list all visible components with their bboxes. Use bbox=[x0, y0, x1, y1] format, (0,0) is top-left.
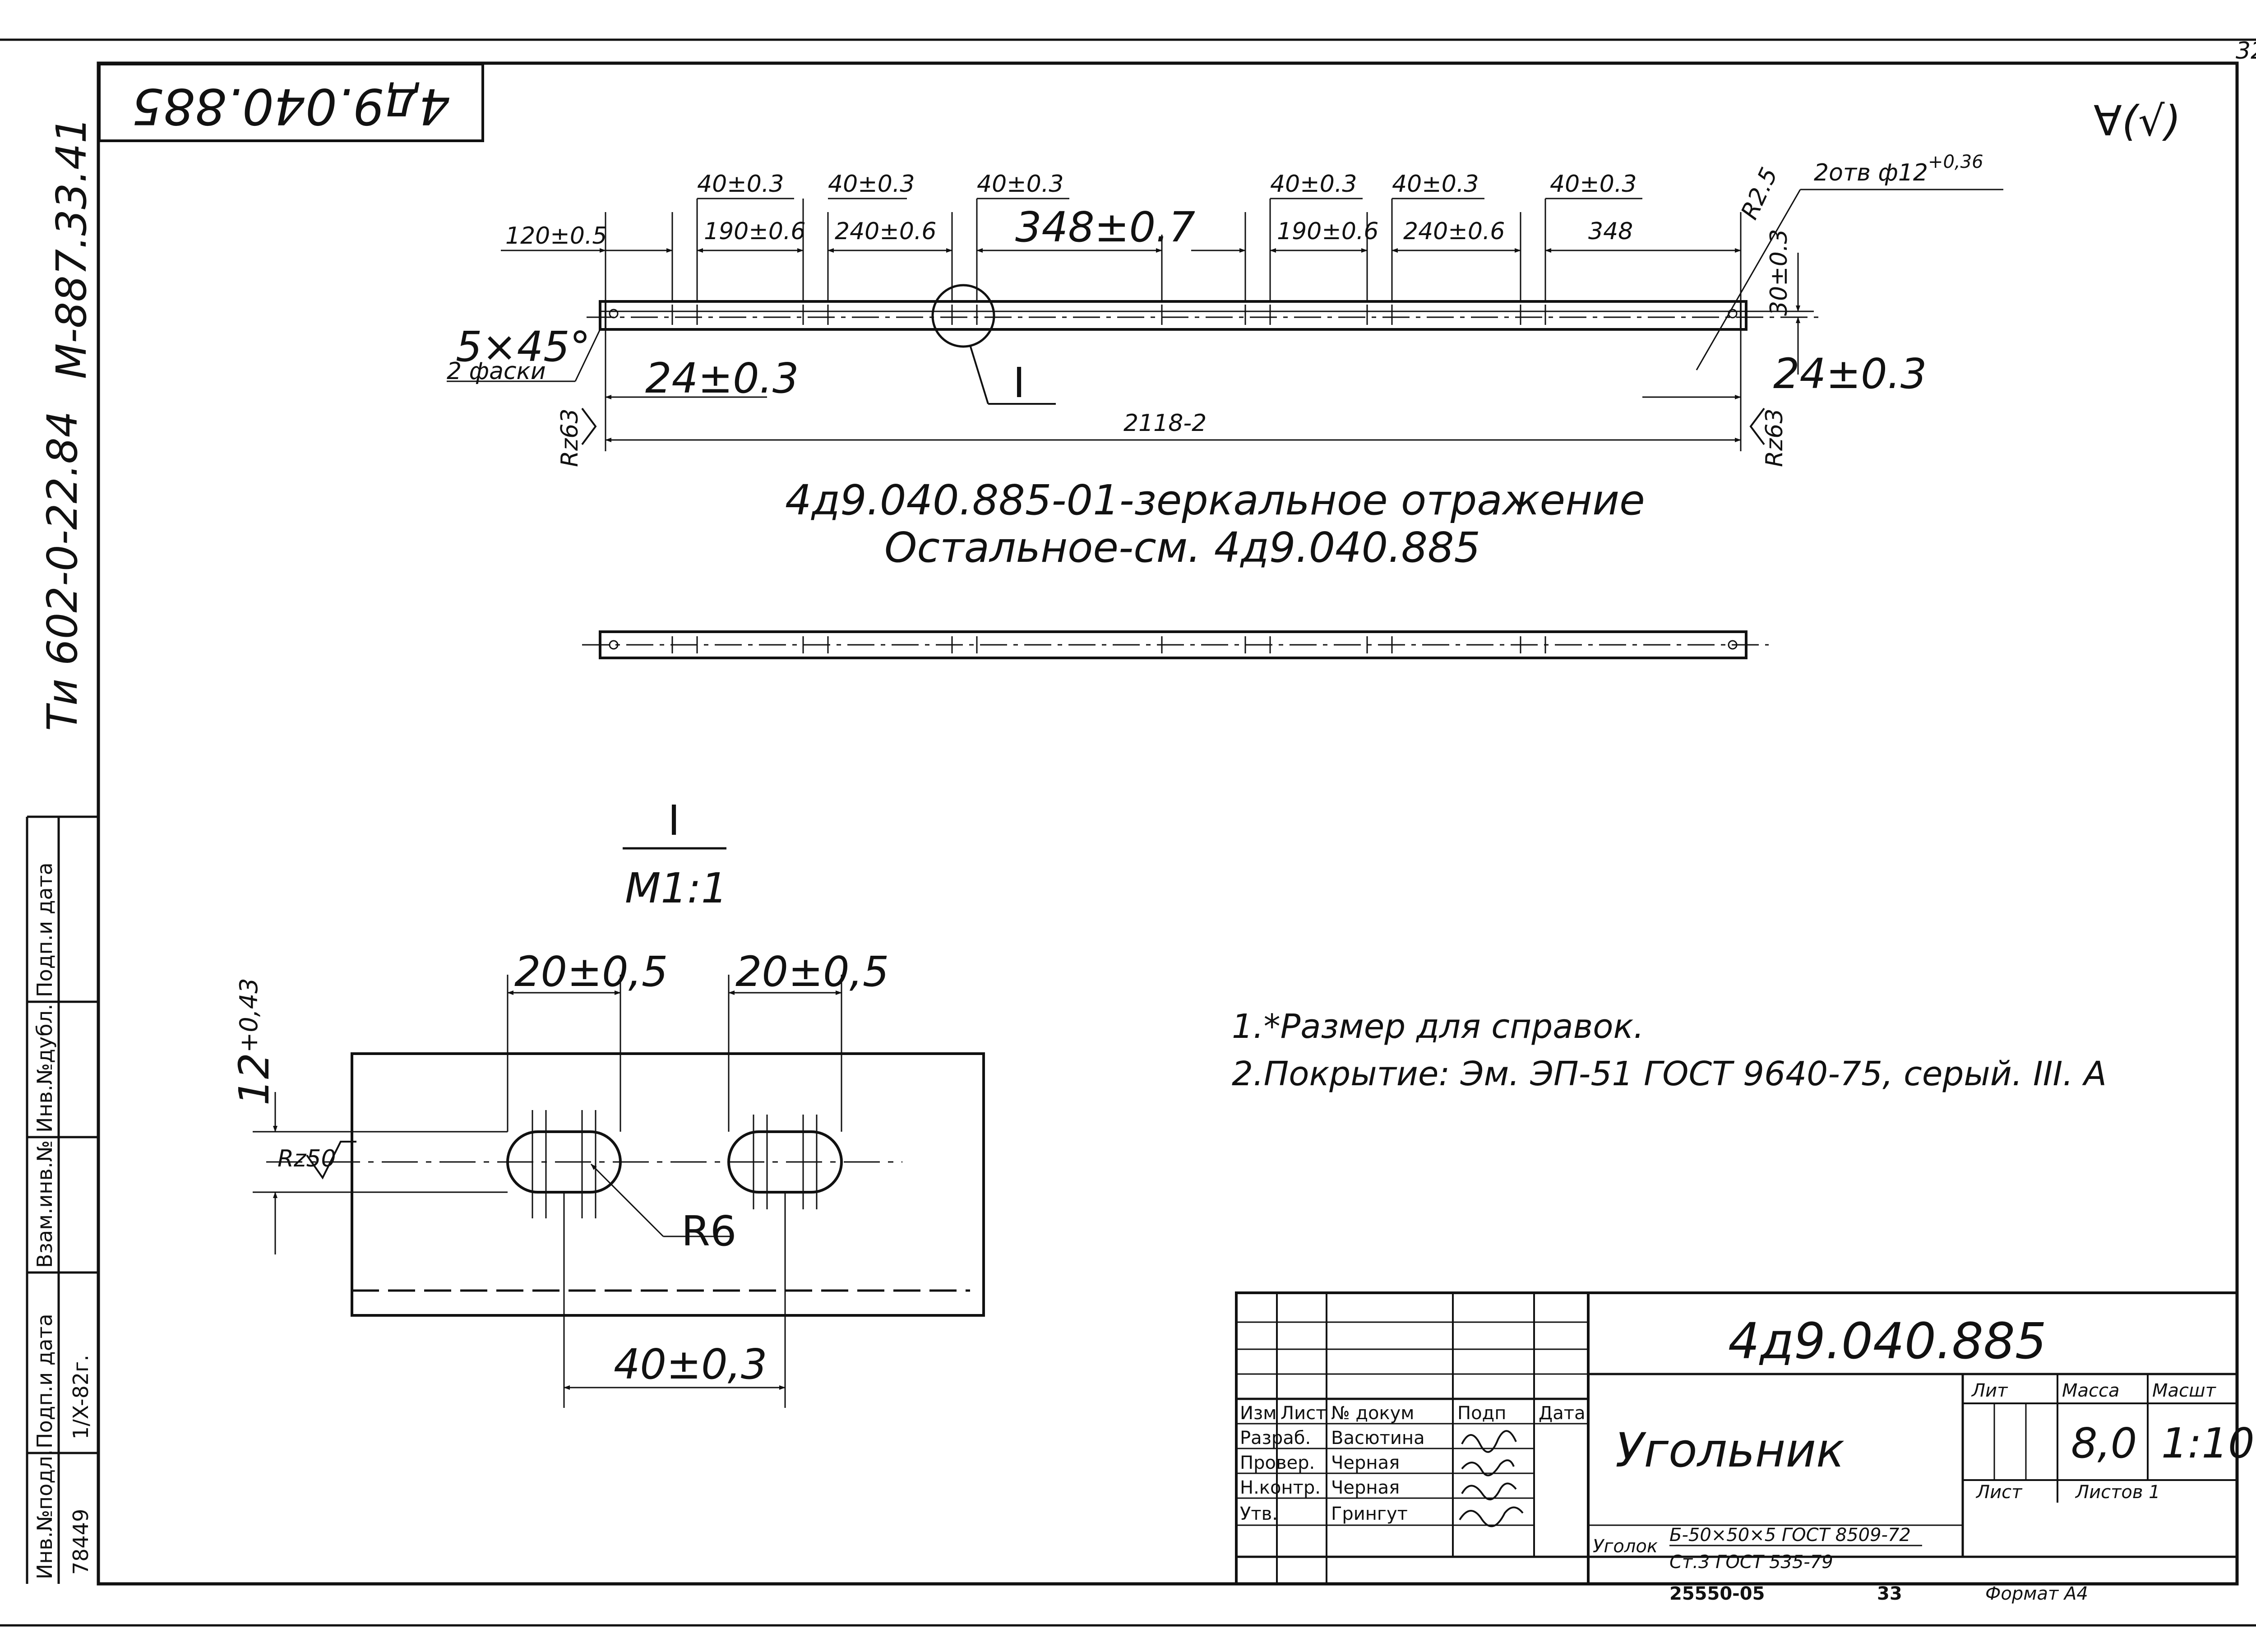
tb-role-4: Утв. bbox=[1240, 1504, 1278, 1524]
side-stamp-label-5: Подп.и дата bbox=[32, 862, 57, 997]
tb-sheets-label: Листов 1 bbox=[2075, 1482, 2160, 1503]
dim-348-right: 348 bbox=[1588, 218, 1633, 245]
edge-dim-left: 24±0.3 bbox=[645, 354, 799, 403]
mirror-view-bar bbox=[582, 630, 1769, 659]
top-view-dim-lines bbox=[447, 189, 2003, 442]
tb-header-date: Дата bbox=[1539, 1403, 1586, 1424]
signatures bbox=[1459, 1430, 1524, 1527]
dim-top-3: 40±0.3 bbox=[977, 171, 1063, 198]
tb-role-2: Провер. bbox=[1240, 1453, 1315, 1473]
side-stamp-date: 1/X-82г. bbox=[69, 1355, 93, 1439]
sheet-frame bbox=[0, 38, 2256, 1627]
tb-role-3: Н.контр. bbox=[1240, 1477, 1321, 1498]
tb-role-1: Разраб. bbox=[1240, 1428, 1311, 1448]
chamfer-line1: 5×45° bbox=[456, 323, 591, 371]
side-code: М-887.33.41 bbox=[47, 117, 96, 379]
dim-top-5: 40±0.3 bbox=[1392, 171, 1479, 198]
detail-dim-lines bbox=[273, 990, 842, 1390]
overall-length: 2118-2 bbox=[1123, 410, 1207, 437]
tb-designation: 4д9.040.885 bbox=[1728, 1312, 2047, 1370]
vertical-dim-30: 30±0.3 bbox=[1766, 229, 1793, 316]
detail-title: I bbox=[668, 796, 680, 845]
tb-footer-code: 25550-05 bbox=[1669, 1583, 1765, 1604]
radius-right: R2.5 bbox=[1736, 163, 1783, 223]
stamp-code: 4д9.040.885 bbox=[132, 78, 450, 135]
rest-note: Остальное-см. 4д9.040.885 bbox=[884, 523, 1480, 572]
dim-240-right: 240±0.6 bbox=[1403, 218, 1505, 245]
tb-mass-label: Масса bbox=[2062, 1380, 2120, 1401]
side-stamp-inv-number: 78449 bbox=[69, 1509, 93, 1575]
dim-120: 120±0.5 bbox=[505, 222, 607, 250]
tb-format: Формат А4 bbox=[1985, 1583, 2088, 1604]
edge-dim-right: 24±0.3 bbox=[1773, 350, 1927, 398]
tb-header-list: Лист bbox=[1281, 1403, 1326, 1424]
tb-person-1: Васютина bbox=[1331, 1428, 1425, 1448]
tb-person-4: Грингут bbox=[1331, 1504, 1408, 1524]
tb-mass-value: 8,0 bbox=[2071, 1419, 2137, 1467]
title-block bbox=[1235, 1291, 2238, 1585]
roughness-right: Rz63 bbox=[1761, 408, 1788, 467]
detail-part bbox=[253, 975, 985, 1408]
dim-top-6: 40±0.3 bbox=[1550, 171, 1637, 198]
dim-top-4: 40±0.3 bbox=[1270, 171, 1357, 198]
holes-callout: 2отв ф12+0,36 bbox=[1814, 152, 1983, 186]
dim-240-left: 240±0.6 bbox=[835, 218, 937, 245]
tb-header-sign: Подп bbox=[1457, 1403, 1506, 1424]
detail-scale: M1:1 bbox=[625, 864, 727, 912]
slot-width-right: 20±0,5 bbox=[735, 948, 889, 996]
slot-width-left: 20±0,5 bbox=[514, 948, 668, 996]
dim-190-right: 190±0.6 bbox=[1277, 218, 1379, 245]
dim-top-1: 40±0.3 bbox=[697, 171, 784, 198]
roughness-mark: ∀(√) bbox=[2094, 97, 2181, 145]
tb-sheet-label: Лист bbox=[1975, 1482, 2023, 1503]
detail-marker: I bbox=[1013, 359, 1025, 407]
note-2: 2.Покрытие: Эм. ЭП-51 ГОСТ 9640-75, серы… bbox=[1232, 1055, 2107, 1093]
top-view-bar bbox=[587, 284, 1818, 405]
dim-190-left: 190±0.6 bbox=[704, 218, 806, 245]
detail-spacing: 40±0,3 bbox=[614, 1340, 767, 1388]
tb-header-izm: Изм bbox=[1240, 1403, 1276, 1424]
tb-footer-num: 33 bbox=[1877, 1583, 1902, 1604]
chamfer-line2: 2 фаски bbox=[447, 358, 546, 385]
roughness-left: Rz63 bbox=[556, 408, 583, 467]
sheet-number: 32 bbox=[2236, 37, 2256, 65]
side-stamp bbox=[27, 815, 100, 1584]
detail-radius: R6 bbox=[681, 1207, 736, 1255]
dim-348-left: 348±0.7 bbox=[1015, 203, 1195, 251]
tb-name: Угольник bbox=[1615, 1423, 1845, 1478]
tb-person-3: Черная bbox=[1331, 1477, 1400, 1498]
tb-lit-label: Лит bbox=[1971, 1380, 2008, 1401]
tb-material-prefix: Уголок bbox=[1593, 1536, 1658, 1557]
side-stamp-label-3: Взам.инв.№ bbox=[32, 1140, 57, 1268]
tb-material-top: Б-50×50×5 ГОСТ 8509-72 bbox=[1669, 1525, 1911, 1546]
stamp-box: 4д9.040.885 bbox=[98, 63, 484, 142]
mirror-note: 4д9.040.885-01-зеркальное отражение bbox=[785, 476, 1645, 524]
tb-material-bottom: Ст.3 ГОСТ 535-79 bbox=[1669, 1552, 1833, 1573]
tb-scale-value: 1:10 bbox=[2161, 1419, 2255, 1467]
note-1: 1.*Размер для справок. bbox=[1232, 1007, 1644, 1046]
tb-scale-label: Масшт bbox=[2152, 1380, 2217, 1401]
tb-person-2: Черная bbox=[1331, 1453, 1400, 1473]
dim-top-2: 40±0.3 bbox=[828, 171, 915, 198]
side-ref: Ти 602-0-22.84 bbox=[38, 411, 87, 731]
tb-header-doc: № докум bbox=[1331, 1403, 1414, 1424]
detail-roughness: Rz50 bbox=[277, 1145, 336, 1172]
side-stamp-label-2: Подп.и дата bbox=[32, 1314, 57, 1448]
detail-vertical-dim: 12+0,43 bbox=[230, 978, 278, 1106]
side-stamp-label-1: Инв.№подл. bbox=[32, 1449, 57, 1579]
side-stamp-label-4: Инв.№дубл. bbox=[32, 1004, 57, 1133]
